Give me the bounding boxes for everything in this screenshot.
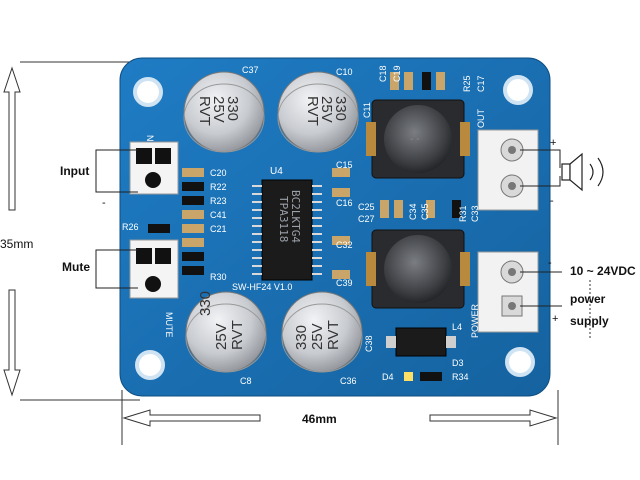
svg-text:C32: C32 (336, 240, 353, 250)
svg-text:- -: - - (410, 134, 419, 145)
speaker-terminal (477, 129, 539, 211)
svg-text:D3: D3 (452, 358, 464, 368)
capacitor-top-right: 330 25V RVT (277, 71, 359, 153)
svg-text:RVT: RVT (196, 96, 213, 126)
svg-text:25V: 25V (213, 323, 230, 350)
svg-text:C21: C21 (210, 224, 227, 234)
inductor-top: - - (366, 99, 470, 179)
svg-text:U4: U4 (270, 166, 283, 177)
svg-text:330: 330 (224, 96, 241, 121)
mute-callout: Mute (62, 260, 90, 274)
svg-text:330: 330 (332, 96, 349, 121)
speaker-minus: - (550, 195, 554, 207)
svg-text:C11: C11 (362, 102, 372, 118)
svg-text:C34: C34 (408, 203, 418, 220)
width-arrow-left (122, 409, 261, 427)
dimension-lines (20, 61, 591, 445)
svg-text:C15: C15 (336, 160, 353, 170)
svg-text:C27: C27 (358, 214, 375, 224)
silkscreen-labels: C37 C10 C18 C19 R25 C17 C11 C20 R22 R23 … (122, 65, 486, 386)
mount-hole-bottom-left (135, 350, 165, 380)
inductor-bottom (366, 229, 470, 309)
svg-text:POWER: POWER (470, 303, 480, 338)
callout-lines (95, 149, 562, 307)
height-label: 35mm (0, 237, 33, 251)
power-plus: + (552, 313, 558, 325)
svg-text:C41: C41 (210, 210, 227, 220)
chip-marking-1: BC2LKTG4 (289, 190, 302, 243)
svg-text:C20: C20 (210, 168, 227, 178)
svg-text:C16: C16 (336, 198, 353, 208)
power-terminal (477, 251, 539, 333)
amplifier-chip: BC2LKTG4 TPA3118 U4 (252, 166, 322, 281)
svg-text:RVT: RVT (325, 320, 342, 350)
svg-text:R23: R23 (210, 196, 227, 206)
svg-text:C35: C35 (420, 203, 430, 220)
svg-text:C10: C10 (336, 67, 353, 77)
speaker-plus: + (550, 137, 556, 149)
svg-text:R26: R26 (122, 222, 139, 232)
capacitor-top-left: 330 25V RVT (183, 71, 265, 153)
height-arrow-top (3, 66, 21, 211)
n-silkscreen: N (145, 135, 155, 142)
height-arrow-bottom (3, 289, 21, 397)
power-minus: - (548, 257, 552, 269)
svg-text:C33: C33 (470, 205, 480, 222)
svg-text:RVT: RVT (229, 320, 246, 350)
svg-text:25V: 25V (309, 323, 326, 350)
svg-text:C18: C18 (378, 65, 388, 82)
svg-text:SW-HF24 V1.0: SW-HF24 V1.0 (232, 282, 292, 292)
svg-text:25V: 25V (318, 96, 335, 123)
speaker-icon (561, 152, 604, 192)
power-callout: power (570, 292, 606, 306)
capacitor-bottom-right: 330 25V RVT (281, 291, 363, 373)
capacitor-bottom-left: 330 25V RVT (185, 291, 267, 373)
input-callout: Input (60, 164, 90, 178)
mount-hole-top-right (503, 75, 533, 105)
svg-text:R22: R22 (210, 182, 227, 192)
input-minus: - (102, 197, 106, 209)
svg-text:OUT: OUT (476, 109, 486, 129)
chip-marking-2: TPA3118 (277, 196, 290, 242)
svg-text:RVT: RVT (304, 96, 321, 126)
svg-text:C19: C19 (392, 65, 402, 82)
diode-d3 (386, 327, 456, 357)
width-arrow-right (429, 409, 558, 427)
svg-text:330: 330 (197, 291, 214, 316)
svg-text:25V: 25V (210, 96, 227, 123)
svg-text:330: 330 (293, 325, 310, 350)
svg-text:C36: C36 (340, 376, 357, 386)
svg-text:C17: C17 (476, 75, 486, 92)
supply-callout: supply (570, 314, 609, 328)
svg-text:C25: C25 (358, 202, 375, 212)
svg-text:R34: R34 (452, 372, 469, 382)
smd-components (148, 72, 461, 381)
mount-hole-bottom-right (505, 347, 535, 377)
svg-text:R25: R25 (462, 75, 472, 92)
width-label: 46mm (302, 412, 337, 426)
svg-text:R31: R31 (458, 205, 468, 222)
mute-silkscreen: MUTE (164, 312, 174, 338)
svg-text:C39: C39 (336, 278, 353, 288)
mount-hole-top-left (133, 77, 163, 107)
svg-text:D4: D4 (382, 372, 394, 382)
input-header: N (129, 135, 179, 195)
svg-text:C37: C37 (242, 65, 259, 75)
svg-text:R30: R30 (210, 272, 227, 282)
svg-text:C38: C38 (364, 335, 374, 352)
voltage-callout: 10 ~ 24VDC (570, 264, 636, 278)
svg-text:C8: C8 (240, 376, 252, 386)
svg-text:L4: L4 (452, 322, 462, 332)
